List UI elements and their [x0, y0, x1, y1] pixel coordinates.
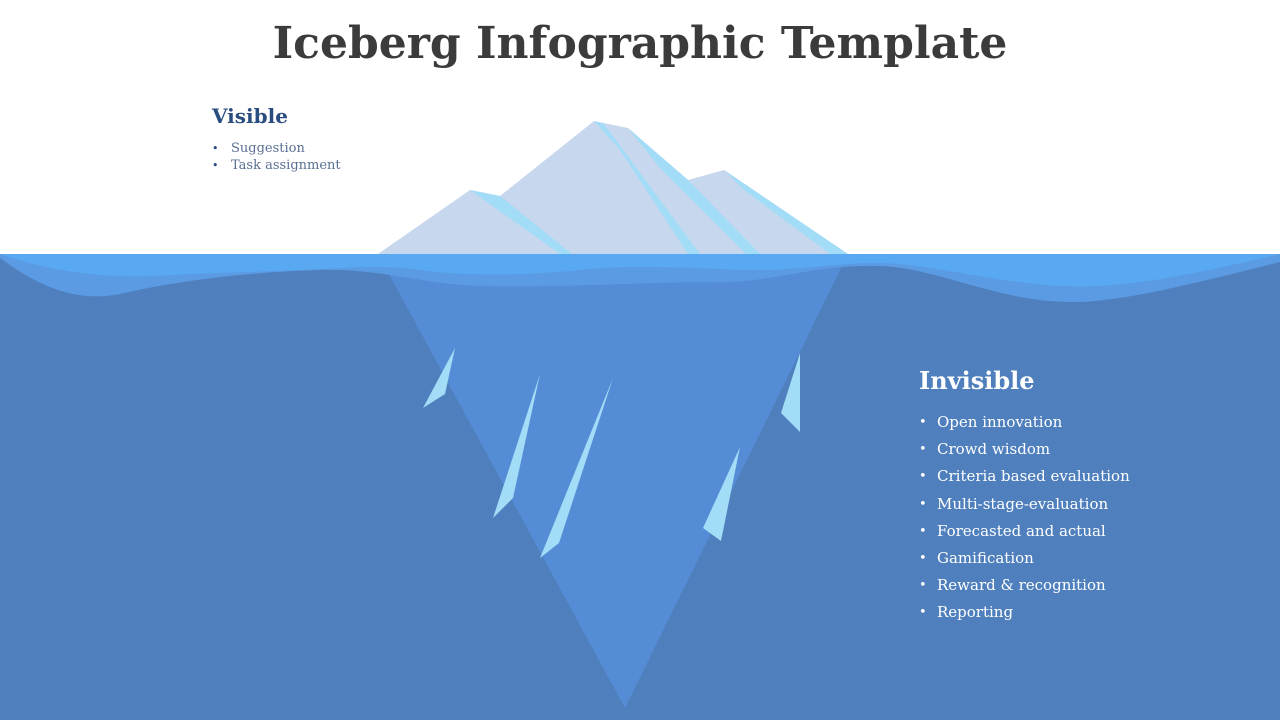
invisible-list-item: Criteria based evaluation: [919, 463, 1259, 490]
visible-heading: Visible: [212, 104, 288, 128]
water-surface-front-wave: [0, 254, 1280, 287]
ice-shard: [423, 348, 455, 408]
invisible-list-item: Crowd wisdom: [919, 436, 1259, 463]
ice-shard: [493, 374, 540, 518]
iceberg-underwater-body: [378, 254, 848, 708]
invisible-list-item: Reward & recognition: [919, 572, 1259, 599]
visible-panel: Visible Suggestion Task assignment: [212, 104, 512, 174]
iceberg-tip-ridge-far-right: [724, 170, 848, 254]
iceberg-tip-ridge-center: [594, 121, 700, 254]
ice-shard: [703, 447, 740, 541]
slide-title: Iceberg Infographic Template: [272, 18, 1008, 69]
invisible-list: Open innovation Crowd wisdom Criteria ba…: [919, 409, 1259, 627]
invisible-panel: Invisible Open innovation Crowd wisdom C…: [919, 366, 1259, 627]
invisible-list-item: Open innovation: [919, 409, 1259, 436]
iceberg-tip-ridge-right: [628, 128, 760, 254]
visible-list: Suggestion Task assignment: [212, 140, 512, 174]
visible-list-item: Suggestion: [212, 140, 512, 157]
iceberg-tip-body: [378, 121, 848, 254]
invisible-list-item: Forecasted and actual: [919, 518, 1259, 545]
iceberg-tip: [378, 121, 848, 254]
ice-shards: [423, 348, 800, 558]
iceberg-tip-ridge-left: [470, 190, 572, 254]
invisible-list-item: Gamification: [919, 545, 1259, 572]
ice-shard: [540, 378, 613, 558]
invisible-heading: Invisible: [919, 366, 1035, 395]
invisible-list-item: Multi-stage-evaluation: [919, 491, 1259, 518]
invisible-list-item: Reporting: [919, 599, 1259, 626]
visible-list-item: Task assignment: [212, 157, 512, 174]
ice-shard: [781, 353, 800, 432]
